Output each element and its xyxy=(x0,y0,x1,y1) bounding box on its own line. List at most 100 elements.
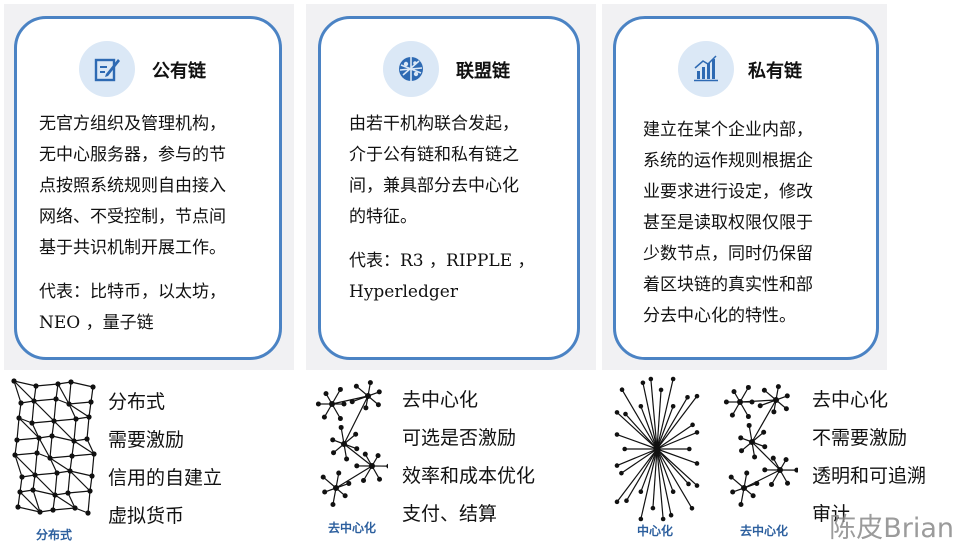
network-node xyxy=(761,387,767,393)
network-node xyxy=(375,402,381,408)
network-node xyxy=(330,437,336,443)
network-node xyxy=(337,386,343,392)
network-edge xyxy=(73,418,77,442)
centralized-network-diagram xyxy=(614,376,700,522)
network-edge xyxy=(656,395,698,450)
network-node xyxy=(775,384,781,390)
network-node xyxy=(614,499,620,505)
network-node xyxy=(91,451,97,457)
card-representatives: 代表：比特币，以太坊， NEO ，量子链 xyxy=(39,282,226,333)
network-edge xyxy=(14,452,38,456)
network-edge xyxy=(625,413,658,450)
network-edge xyxy=(38,437,51,459)
network-node xyxy=(88,399,94,405)
network-edge xyxy=(743,469,781,489)
network-edge xyxy=(53,420,75,442)
network-edge xyxy=(49,457,58,474)
network-edge xyxy=(54,472,58,496)
feature-item: 需要激励 xyxy=(108,429,185,451)
network-node xyxy=(694,393,700,399)
network-node xyxy=(86,414,92,420)
network-node xyxy=(745,414,751,420)
network-node xyxy=(377,476,383,482)
network-node xyxy=(337,416,343,422)
network-edge xyxy=(625,448,658,502)
network-node xyxy=(746,422,752,428)
network-node xyxy=(784,393,790,399)
network-edge xyxy=(69,470,91,492)
card-description: 建立在某个企业内部， 系统的运作规则根据企 业要求进行设定，修改 甚至是读取权限… xyxy=(643,120,813,326)
network-node xyxy=(12,452,18,458)
edit-document-icon xyxy=(79,41,135,97)
network-edge xyxy=(616,448,658,467)
network-node xyxy=(320,474,326,480)
network-node xyxy=(670,376,676,382)
network-node xyxy=(53,396,59,402)
network-node xyxy=(49,433,55,439)
network-node xyxy=(31,398,37,404)
network-edge xyxy=(14,454,36,476)
network-node xyxy=(14,437,20,443)
network-node xyxy=(323,391,329,397)
network-edge xyxy=(656,448,674,492)
network-node xyxy=(745,384,751,390)
network-node xyxy=(730,489,736,495)
network-node xyxy=(315,401,321,407)
network-edge xyxy=(87,490,91,514)
network-edge xyxy=(751,441,781,471)
network-edge xyxy=(52,507,76,511)
card-public-chain: 公有链 无官方组织及管理机构， 无中心服务器，参与的节 点按照系统规则自由接入 … xyxy=(14,16,282,360)
network-edge xyxy=(86,438,95,455)
network-node xyxy=(33,383,39,389)
network-edge xyxy=(656,389,662,450)
card-description: 由若干机构联合发起， 介于公有链和私有链之 间，兼具部分去中心化 的特征。 xyxy=(349,114,519,227)
network-node xyxy=(68,379,74,385)
distributed-network-diagram xyxy=(11,378,97,516)
network-node xyxy=(354,463,360,469)
network-node xyxy=(353,383,359,389)
network-edge xyxy=(67,490,91,494)
network-node xyxy=(770,455,776,461)
network-node xyxy=(739,448,745,454)
network-node xyxy=(670,404,676,409)
network-node xyxy=(728,474,734,480)
network-edge xyxy=(34,452,38,476)
network-node xyxy=(30,487,36,493)
network-edge xyxy=(71,453,95,457)
network-node xyxy=(650,505,656,511)
network-node xyxy=(346,480,352,486)
network-edge xyxy=(68,401,92,405)
network-edge xyxy=(68,403,77,420)
decentralized-network-diagram xyxy=(723,384,798,508)
network-edge xyxy=(656,448,693,509)
feature-item: 去中心化 xyxy=(812,389,889,411)
network-edge xyxy=(33,398,57,402)
network-node xyxy=(376,389,382,395)
network-node xyxy=(729,412,735,418)
network-node xyxy=(638,489,644,494)
feature-item: 分布式 xyxy=(108,391,166,413)
network-node xyxy=(668,512,674,518)
network-node xyxy=(19,474,25,480)
network-edge xyxy=(656,406,674,450)
feature-item: 虚拟货币 xyxy=(108,505,185,527)
network-node xyxy=(653,445,661,453)
network-node xyxy=(738,502,744,508)
network-node xyxy=(624,498,629,504)
feature-item: 信用的自建立 xyxy=(108,467,223,489)
network-node xyxy=(67,468,73,474)
network-edge xyxy=(17,506,41,513)
feature-list-consortium: 去中心化 可选是否激励 效率和成本优化 支付、结算 xyxy=(402,381,535,533)
network-node xyxy=(769,482,775,488)
network-edge xyxy=(18,417,40,439)
network-node xyxy=(15,504,21,510)
network-edge xyxy=(49,435,53,459)
network-node xyxy=(723,399,729,405)
network-edge xyxy=(621,389,658,450)
network-edge xyxy=(54,494,76,509)
network-node xyxy=(785,480,791,486)
network-node xyxy=(69,453,75,459)
network-node xyxy=(752,454,758,460)
network-edge xyxy=(31,400,35,424)
network-node xyxy=(640,380,646,386)
